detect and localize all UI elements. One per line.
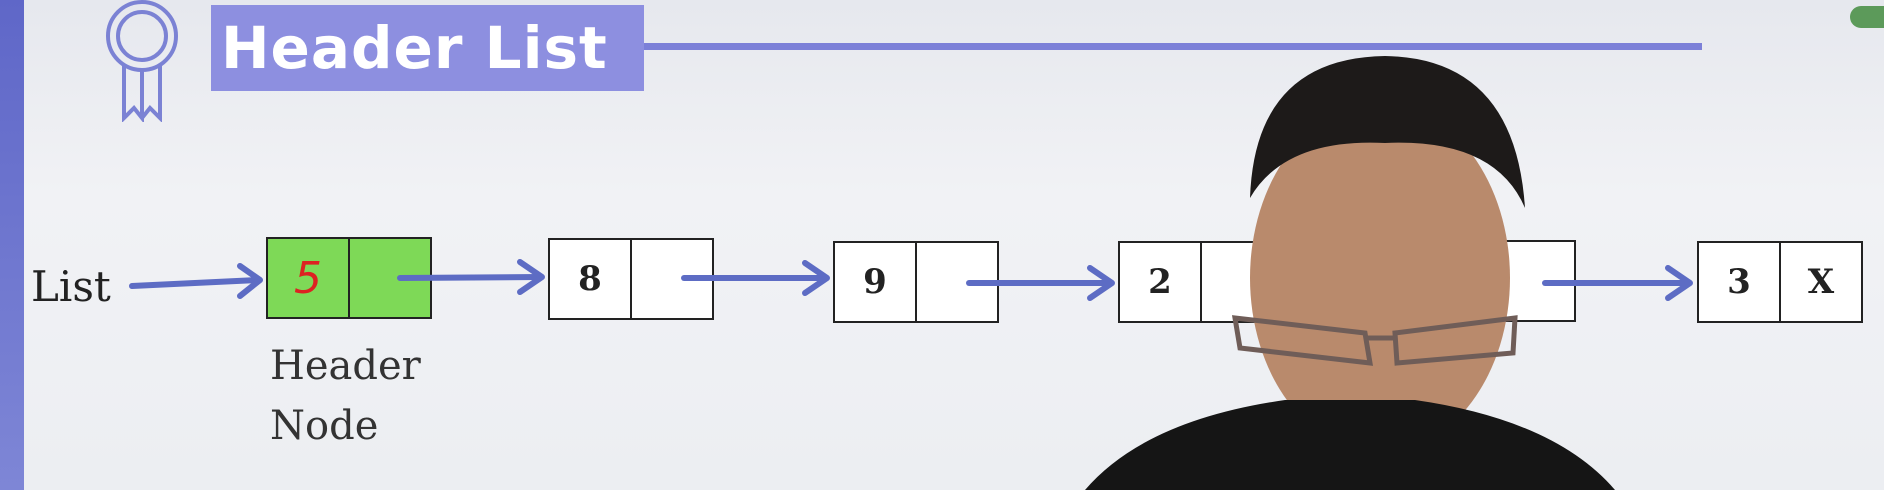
- node-data: 9: [863, 262, 887, 302]
- node-link: X: [1779, 243, 1861, 321]
- left-accent-bar: [0, 0, 24, 490]
- header-node: 5: [266, 237, 432, 319]
- title-banner: Header List: [211, 5, 644, 91]
- header-node-count: 5: [294, 252, 322, 304]
- header-caption-line1: Header: [270, 343, 421, 389]
- header-node-caption: Header Node: [270, 336, 421, 456]
- node-link: [630, 240, 712, 318]
- list-node: 3 X: [1697, 241, 1863, 323]
- node-link: [915, 243, 997, 321]
- page-title: Header List: [221, 14, 608, 82]
- header-caption-line2: Node: [270, 403, 379, 449]
- corner-indicator: [1850, 6, 1884, 28]
- presenter-figure: [1231, 56, 1525, 453]
- header-node-link: [348, 239, 430, 317]
- node-data: 2: [1148, 262, 1172, 302]
- presenter-shirt: [1085, 400, 1615, 490]
- title-underline: [644, 43, 1702, 50]
- node-data: 3: [1727, 262, 1751, 302]
- node-data: 8: [578, 259, 602, 299]
- node-link: [1200, 243, 1282, 321]
- list-label: List: [31, 262, 111, 311]
- list-node: 9: [833, 241, 999, 323]
- award-ribbon-icon: [106, 0, 178, 122]
- list-node: 8: [548, 238, 714, 320]
